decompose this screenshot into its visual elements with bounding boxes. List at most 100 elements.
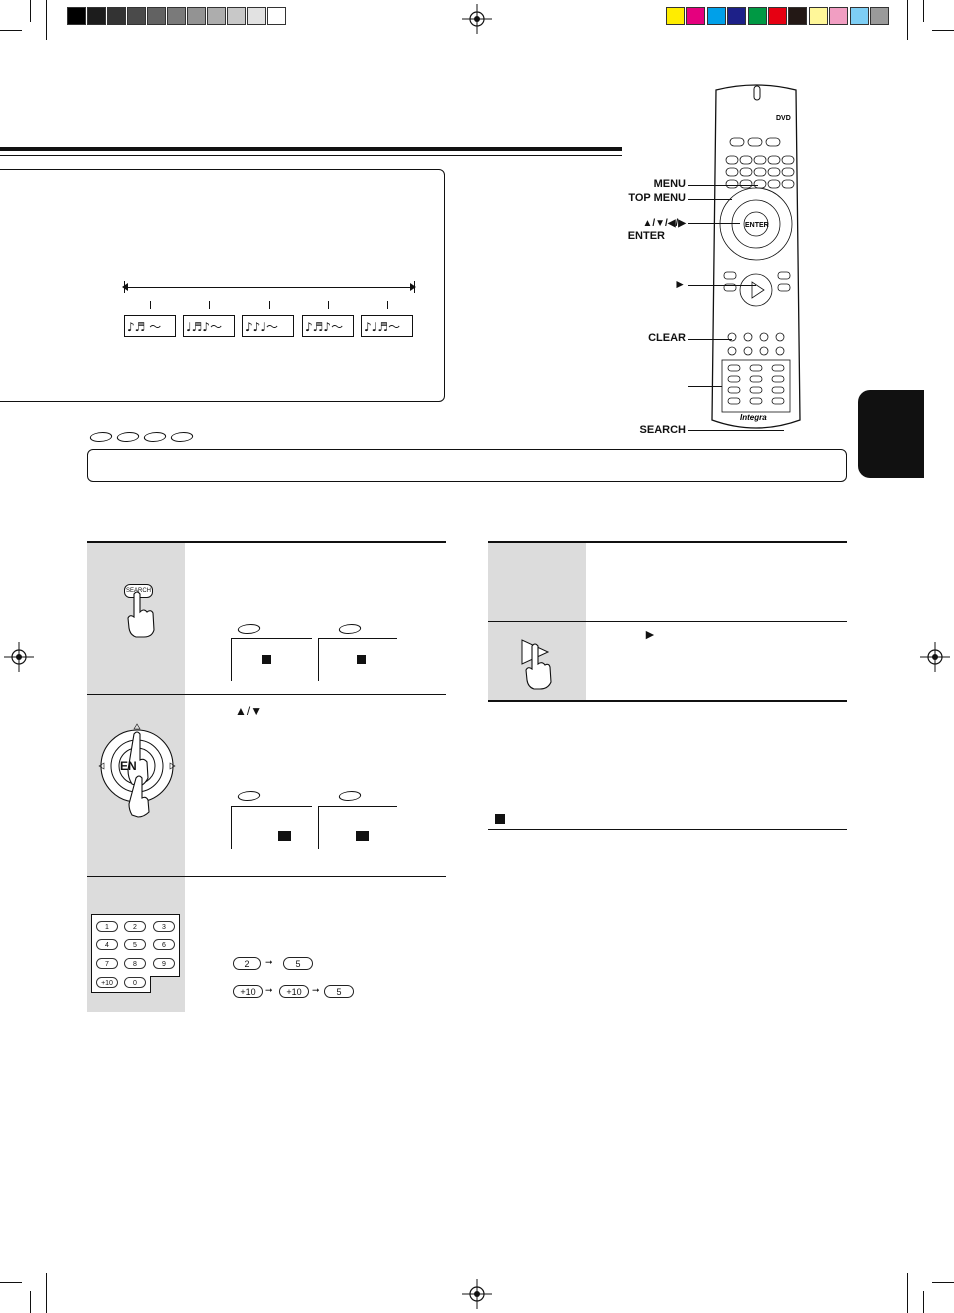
music-segment-box: ♪♪♩～ (242, 315, 294, 337)
remote-label-search: SEARCH (639, 424, 686, 436)
gray-swatch (147, 7, 166, 25)
display-example-2 (318, 638, 397, 681)
numkey-4: 4 (96, 939, 118, 950)
numkey-9: 9 (153, 958, 175, 969)
remote-control-illustration: DVD ENTER Integra (711, 84, 801, 429)
step-divider (87, 541, 446, 543)
music-segment-box: ♪♩♬～ (361, 315, 413, 337)
display-cursor (356, 831, 369, 841)
range-tick (328, 301, 329, 309)
gray-swatch (187, 7, 206, 25)
color-swatch (870, 7, 889, 25)
color-swatch (788, 7, 808, 25)
display-example-1 (231, 638, 312, 681)
disc-icon (337, 791, 363, 801)
note-heading-square (495, 814, 505, 824)
sequence-arrow-icon: ➞ (265, 985, 273, 995)
gray-swatch (127, 7, 146, 25)
color-swatch (849, 7, 869, 25)
color-swatch (747, 7, 767, 25)
gray-swatch (107, 7, 126, 25)
leader-line (688, 339, 732, 340)
example-key: +10 (279, 985, 309, 998)
range-tick (209, 301, 210, 309)
note-rule (488, 829, 847, 830)
remote-label-enter: ENTER (627, 230, 665, 242)
music-segment-box: ♪♬♪～ (302, 315, 354, 337)
numkey-3: 3 (153, 921, 175, 932)
gray-swatch (87, 7, 106, 25)
leader-line (688, 430, 784, 431)
music-segment-box: ♪♬ ～ (124, 315, 176, 337)
enter-dial-image (98, 723, 176, 818)
remote-dvd-logo: DVD (776, 115, 791, 122)
gray-swatch (167, 7, 186, 25)
disc-icon (169, 432, 195, 442)
range-tick (387, 301, 388, 309)
leader-line (688, 285, 756, 286)
disc-icon (236, 624, 262, 634)
disc-icon (115, 432, 141, 442)
step-divider (87, 876, 446, 877)
play-icon: ► (643, 626, 657, 642)
numkey-8: 8 (124, 958, 146, 969)
registration-mark-bottom (462, 1279, 492, 1309)
display-example-2 (318, 806, 397, 849)
color-swatch (666, 7, 685, 25)
example-key: +10 (233, 985, 263, 998)
range-tick (269, 301, 270, 309)
remote-enter-key: ENTER (745, 222, 769, 229)
info-panel (0, 169, 445, 402)
numkey-2: 2 (124, 921, 146, 932)
gray-swatch (227, 7, 246, 25)
numkey-5: 5 (124, 939, 146, 950)
step2-arrow-keys: ▲/▼ (235, 704, 263, 718)
remote-label-clear: CLEAR (648, 332, 686, 344)
gray-swatch (247, 7, 266, 25)
numkey-plus10: +10 (96, 977, 118, 988)
play-key-press-image (521, 639, 552, 690)
numkey-1: 1 (96, 921, 118, 932)
disc-icon (337, 624, 363, 634)
remote-label-play: ► (674, 277, 686, 291)
color-swatch (706, 7, 726, 25)
gray-swatch (207, 7, 226, 25)
color-swatch (768, 7, 787, 25)
remote-brand-logo: Integra (740, 413, 767, 422)
gray-swatch (267, 7, 286, 25)
disc-icon (142, 432, 168, 442)
disc-icon (88, 432, 114, 442)
registration-mark-left (4, 642, 34, 672)
display-square (262, 655, 271, 664)
pressing-hand-icon (127, 591, 155, 638)
registration-mark-top (462, 4, 492, 34)
remote-label-menu: MENU (653, 178, 686, 190)
step-divider (488, 700, 847, 702)
remote-label-arrows: ▲/▼/◀/▶ (642, 218, 686, 229)
color-swatch (829, 7, 849, 25)
color-swatch (686, 7, 706, 25)
numkey-7: 7 (96, 958, 118, 969)
chapter-side-tab (858, 390, 924, 478)
numkey-6: 6 (153, 939, 175, 950)
display-example-1 (231, 806, 312, 849)
right-step1-image-panel (488, 543, 586, 621)
gray-swatch (67, 7, 86, 25)
disc-icon (236, 791, 262, 801)
leader-line (688, 223, 740, 224)
step-divider (488, 541, 847, 543)
display-cursor (278, 831, 291, 841)
sequence-arrow-icon: ➞ (312, 985, 320, 995)
numkey-0: 0 (124, 977, 146, 988)
leader-line (688, 185, 758, 186)
music-segment-box: ♩♬♪～ (183, 315, 235, 337)
sequence-arrow-icon: ➞ (265, 957, 273, 967)
step-divider (488, 621, 847, 622)
step-divider (87, 694, 446, 695)
color-swatch (808, 7, 828, 25)
enter-partial-label: EN (120, 759, 137, 773)
display-square (357, 655, 366, 664)
leader-line-numpad (688, 386, 722, 387)
numpad-corner (150, 976, 181, 994)
example-key: 2 (233, 957, 261, 970)
